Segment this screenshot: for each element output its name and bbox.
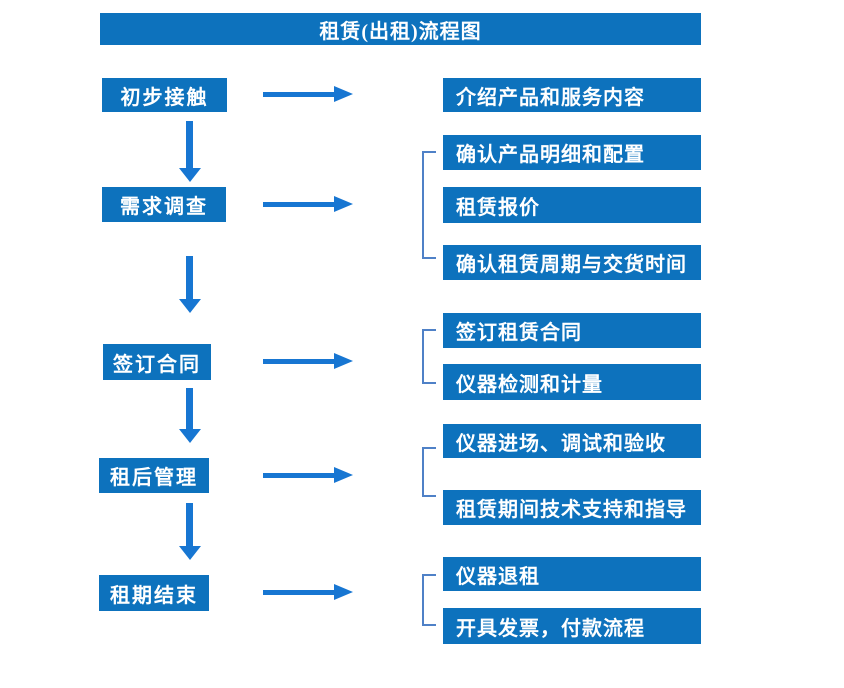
right-arrow-3 [263, 353, 353, 369]
right-arrow-4 [263, 467, 353, 483]
step-box-initial-contact: 初步接触 [102, 78, 227, 112]
detail-box-instrument-setup: 仪器进场、调试和验收 [443, 424, 701, 458]
detail-box-rental-quote: 租赁报价 [443, 187, 701, 223]
group-bracket-demand-survey [422, 151, 436, 259]
detail-box-invoice-payment: 开具发票，付款流程 [443, 608, 701, 644]
step-box-post-rental-mgmt: 租后管理 [99, 458, 209, 493]
detail-box-sign-rental-contract: 签订租赁合同 [443, 313, 701, 348]
detail-box-instrument-testing: 仪器检测和计量 [443, 364, 701, 400]
down-arrow-2 [178, 256, 201, 313]
flowchart-title: 租赁(出租)流程图 [100, 13, 701, 45]
right-arrow-2 [263, 196, 353, 212]
step-box-rental-end: 租期结束 [99, 575, 209, 611]
group-bracket-rental-end [422, 574, 436, 626]
step-box-sign-contract: 签订合同 [103, 344, 211, 380]
detail-box-tech-support: 租赁期间技术支持和指导 [443, 490, 701, 525]
right-arrow-1 [263, 86, 353, 102]
detail-box-instrument-return: 仪器退租 [443, 557, 701, 591]
step-box-demand-survey: 需求调查 [102, 187, 226, 222]
down-arrow-1 [178, 121, 201, 182]
right-arrow-5 [263, 584, 353, 600]
down-arrow-3 [178, 388, 201, 443]
detail-box-introduce-products: 介绍产品和服务内容 [443, 78, 701, 112]
group-bracket-sign-contract [422, 329, 436, 384]
detail-box-confirm-rental-period: 确认租赁周期与交货时间 [443, 245, 701, 280]
down-arrow-4 [178, 503, 201, 560]
detail-box-confirm-product-spec: 确认产品明细和配置 [443, 135, 701, 170]
group-bracket-post-rental-mgmt [422, 447, 436, 497]
